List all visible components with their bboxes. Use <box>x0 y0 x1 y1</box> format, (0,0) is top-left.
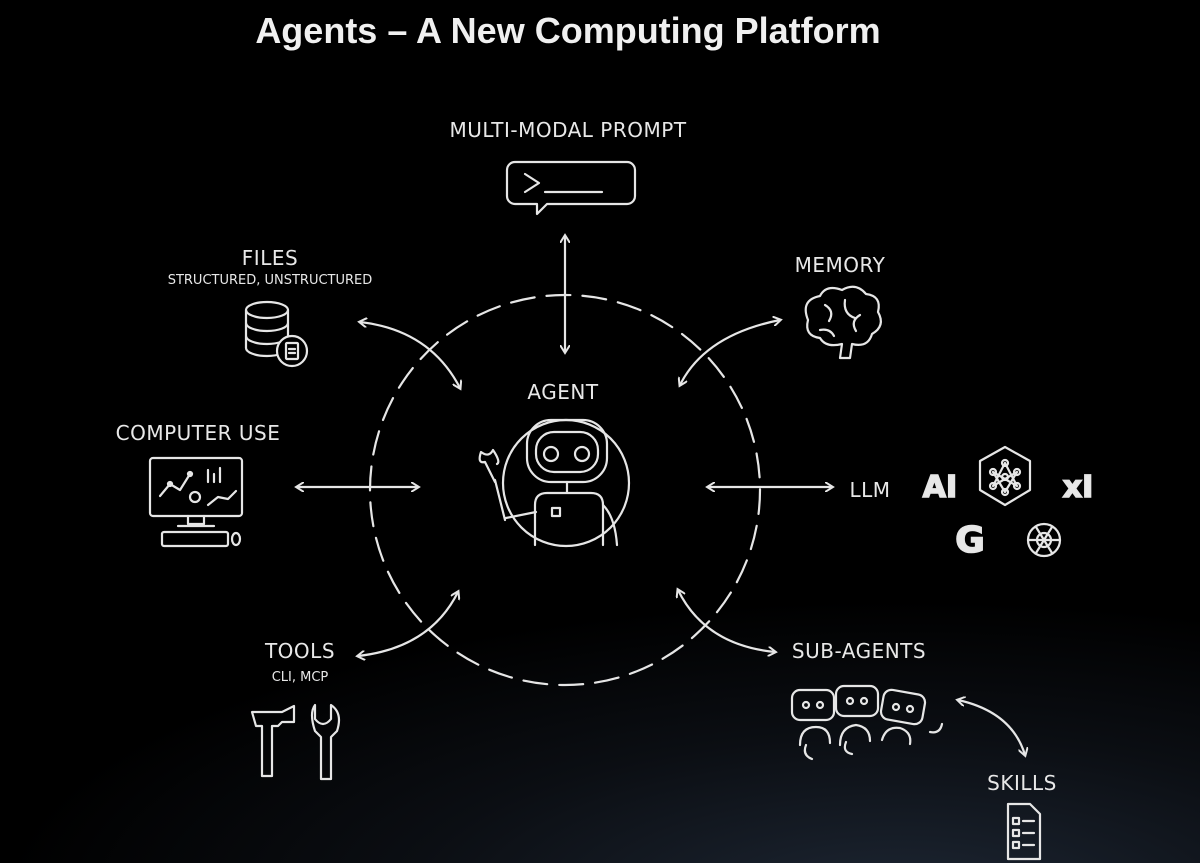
sub-agents-label: SUB-AGENTS <box>792 639 926 663</box>
skills-label: SKILLS <box>987 771 1057 795</box>
database-icon <box>244 300 309 368</box>
terminal-prompt-icon <box>505 160 637 216</box>
arrow-skills <box>958 700 1025 755</box>
hammer-wrench-icon <box>250 703 341 781</box>
robot-agent-icon <box>478 418 631 548</box>
memory-label: MEMORY <box>795 253 886 277</box>
page-title: Agents – A New Computing Platform <box>255 10 880 51</box>
arrow-tools <box>358 592 458 656</box>
llm-provider-logos: AI xI G <box>922 445 1094 562</box>
computer-monitor-icon <box>148 456 244 548</box>
openai-logo <box>1026 522 1062 558</box>
xai-logo: xI <box>1063 470 1094 505</box>
brain-icon <box>804 285 883 360</box>
anthropic-logo: AI <box>923 470 957 505</box>
files-sublabel: STRUCTURED, UNSTRUCTURED <box>168 273 373 288</box>
llm-label: LLM <box>849 478 890 502</box>
tools-sublabel: CLI, MCP <box>272 670 329 685</box>
connector-arrows <box>297 236 1025 755</box>
agent-label: AGENT <box>527 380 598 404</box>
google-logo: G <box>955 520 985 561</box>
skills-document-icon <box>1006 802 1042 861</box>
tools-label: TOOLS <box>264 639 335 663</box>
computer-use-label: COMPUTER USE <box>116 421 281 445</box>
arrow-memory <box>680 320 780 385</box>
files-label: FILES <box>242 246 298 270</box>
arrow-sub-agents <box>678 590 775 652</box>
meta-ai-hexagon-logo <box>978 445 1032 507</box>
prompt-label: MULTI-MODAL PROMPT <box>449 118 686 142</box>
sub-agents-robots-icon <box>790 684 944 761</box>
agent-boundary-circle <box>368 293 762 687</box>
arrow-files <box>360 322 460 388</box>
